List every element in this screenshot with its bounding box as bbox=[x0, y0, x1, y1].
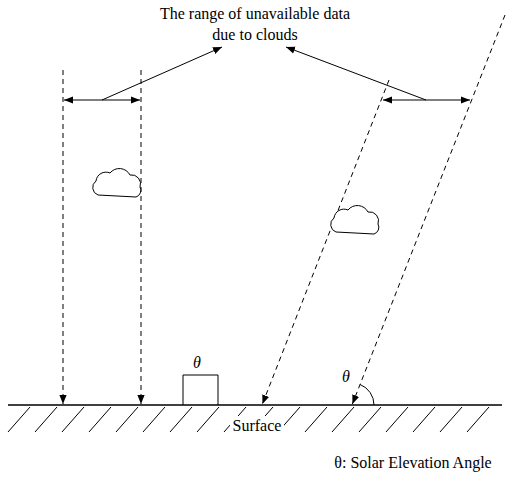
sun-ray bbox=[63, 70, 64, 404]
hatch-line bbox=[359, 407, 381, 432]
surface-label: Surface bbox=[230, 416, 285, 437]
hatch-line bbox=[197, 407, 219, 432]
key-note: θ: Solar Elevation Angle bbox=[334, 453, 491, 474]
hatch-line bbox=[413, 407, 435, 432]
leader-arrow bbox=[102, 47, 222, 100]
angle-arc bbox=[360, 385, 374, 406]
sun-ray bbox=[352, 15, 505, 404]
callout-text: The range of unavailable data due to clo… bbox=[150, 4, 360, 46]
sun-ray bbox=[141, 70, 142, 404]
hatch-line bbox=[332, 407, 354, 432]
cloud bbox=[93, 169, 141, 197]
hatch-line bbox=[143, 407, 165, 432]
range-arrow bbox=[383, 99, 470, 100]
hatch-line bbox=[89, 407, 111, 432]
hatch-line bbox=[170, 407, 192, 432]
cloud bbox=[331, 206, 379, 234]
hatch-line bbox=[116, 407, 138, 432]
hatch-line bbox=[386, 407, 408, 432]
hatch-line bbox=[8, 407, 30, 432]
hatch-line bbox=[35, 407, 57, 432]
right-angle-mark bbox=[183, 375, 218, 405]
surface-line bbox=[8, 404, 502, 406]
hatch-line bbox=[305, 407, 327, 432]
angle-symbol: θ bbox=[193, 353, 201, 374]
hatch-line bbox=[440, 407, 462, 432]
leader-arrow bbox=[286, 47, 426, 100]
sun-ray bbox=[262, 80, 389, 404]
hatch-line bbox=[467, 407, 489, 432]
hatch-line bbox=[62, 407, 84, 432]
angle-symbol: θ bbox=[342, 367, 350, 388]
